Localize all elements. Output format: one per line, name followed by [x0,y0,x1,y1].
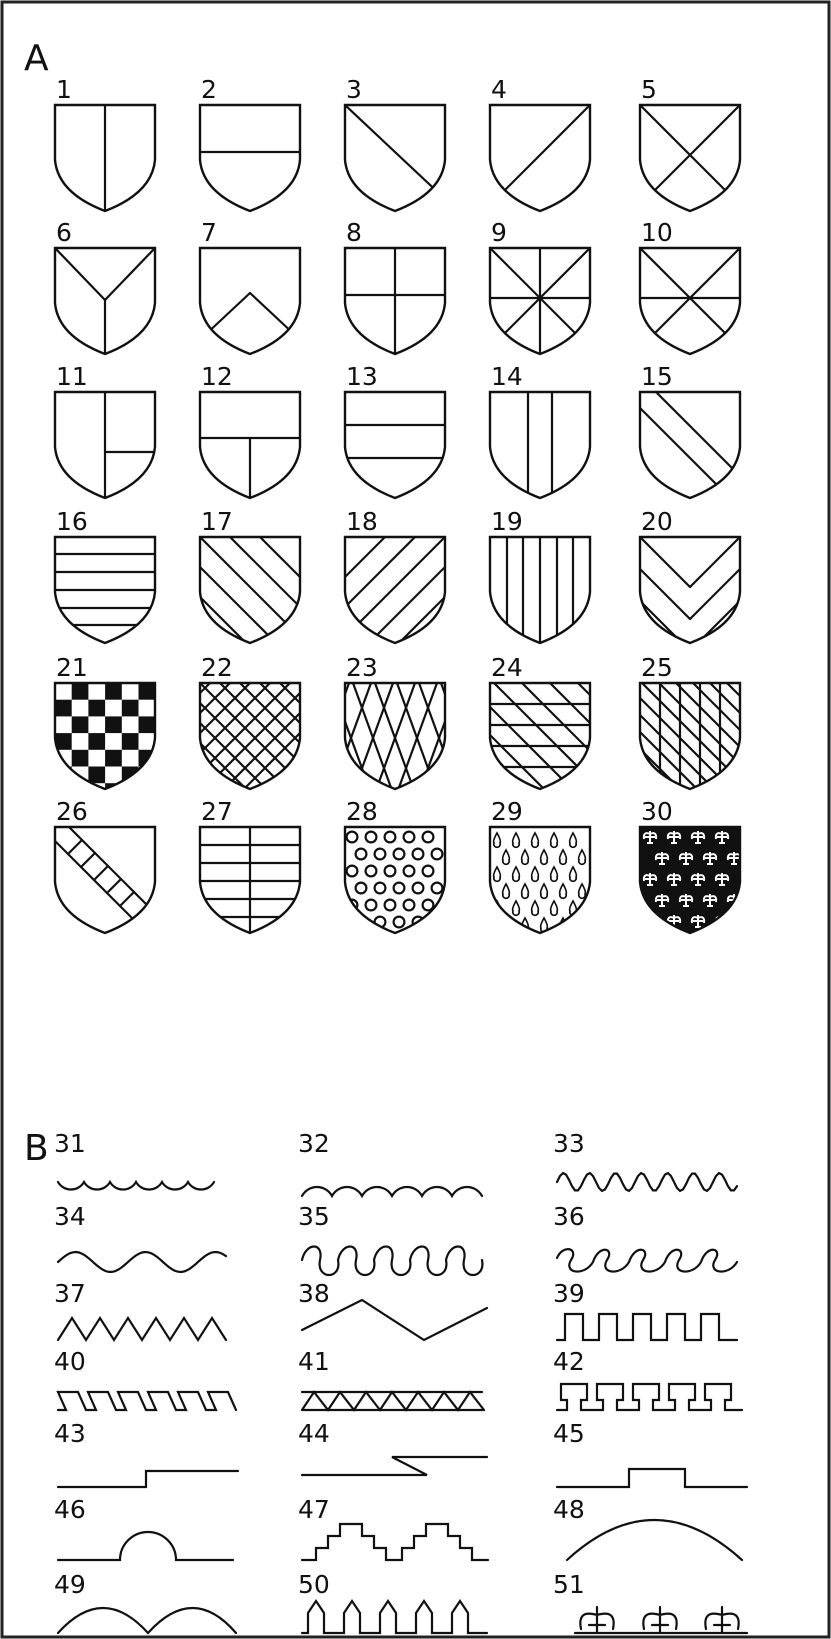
shield-number: 12 [201,362,233,391]
line-number: 43 [54,1419,86,1448]
line-number: 44 [298,1419,330,1448]
section-a-label: A [24,38,49,79]
section-b-label: B [24,1128,49,1169]
shield-number: 25 [641,653,673,682]
shield-number: 10 [641,218,673,247]
line-number: 47 [298,1495,330,1524]
shield-number: 8 [346,218,362,247]
shield-number: 21 [56,653,88,682]
shield-number: 18 [346,507,378,536]
shield-number: 7 [201,218,217,247]
shield-number: 19 [491,507,523,536]
shield-number: 14 [491,362,523,391]
shield-number: 28 [346,797,378,826]
shield-number: 6 [56,218,72,247]
shield-number: 26 [56,797,88,826]
line-number: 50 [298,1570,330,1599]
line-number: 42 [553,1347,585,1376]
shield-number: 9 [491,218,507,247]
shield-number: 29 [491,797,523,826]
line-number: 48 [553,1495,585,1524]
line-number: 39 [553,1279,585,1308]
shield-number: 20 [641,507,673,536]
line-number: 40 [54,1347,86,1376]
line-number: 36 [553,1202,585,1231]
shield-number: 23 [346,653,378,682]
line-number: 33 [553,1129,585,1158]
line-number: 51 [553,1570,585,1599]
shield-number: 4 [491,75,507,104]
line-number: 32 [298,1129,330,1158]
shield-number: 27 [201,797,233,826]
line-number: 46 [54,1495,86,1524]
shield-number: 1 [56,75,72,104]
line-number: 45 [553,1419,585,1448]
shield-number: 22 [201,653,233,682]
line-number: 31 [54,1129,86,1158]
line-number: 41 [298,1347,330,1376]
shield-number: 3 [346,75,362,104]
shield-number: 30 [641,797,673,826]
shield-number: 2 [201,75,217,104]
line-number: 35 [298,1202,330,1231]
shield-number: 11 [56,362,88,391]
shield-number: 13 [346,362,378,391]
shield-number: 17 [201,507,233,536]
shield-number: 24 [491,653,523,682]
line-number: 49 [54,1570,86,1599]
shield-number: 5 [641,75,657,104]
line-number: 37 [54,1279,86,1308]
line-number: 34 [54,1202,86,1231]
shield-number: 16 [56,507,88,536]
shield-number: 15 [641,362,673,391]
line-number: 38 [298,1279,330,1308]
